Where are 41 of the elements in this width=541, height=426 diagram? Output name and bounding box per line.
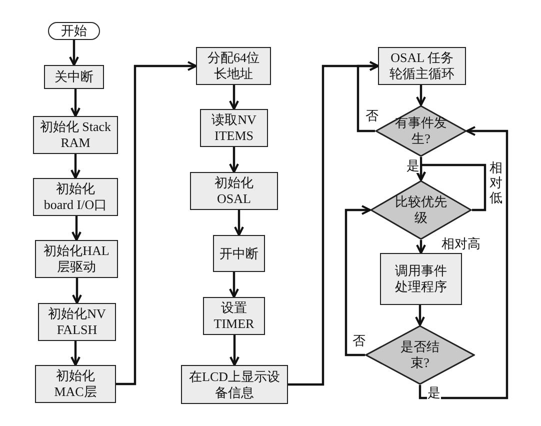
edge-label: 是 [406,158,420,173]
process-box: 初始化 Stack RAM [33,116,118,154]
process-box: 初始化 OSAL [190,172,278,210]
process-box: 调用事件处理程序 [380,253,462,305]
process-box: 初始化NV FALSH [38,303,116,341]
process-box: 开中断 [213,235,265,272]
process-box: 设置 TIMER [203,297,265,335]
arrow [416,85,426,106]
process-box: OSAL 任务轮循主循环 [378,47,466,85]
edge-label: 否 [365,108,379,123]
arrow [69,40,79,66]
process-box: 初始化 MAC层 [35,365,116,403]
edge-label: 相对低 [489,160,503,205]
process-box: 读取NV ITEMS [200,109,268,147]
decision-diamond: 是否结束? [365,325,475,385]
process-box: 分配64位长地址 [196,47,271,85]
edge-label: 否 [352,333,366,348]
arrow [72,216,82,241]
arrow [344,205,371,356]
process-box: 初始化HAL层驱动 [35,240,118,278]
process-box: 关中断 [44,65,104,89]
arrow [356,61,379,132]
arrow [70,89,80,117]
process-box: 初始化 board I/O口 [33,178,118,216]
arrow [416,240,426,254]
arrow [70,341,80,366]
arrow [229,272,239,298]
arrow [234,210,244,236]
arrow [70,154,80,179]
process-box: 在LCD上显示设备信息 [181,365,288,404]
edge-label: 相对高 [440,236,482,251]
arrow [229,85,239,110]
arrow [116,61,197,386]
arrow [415,305,425,326]
arrow [230,335,240,366]
arrow [416,164,486,212]
edge-label: 是 [427,385,441,400]
arrow [229,147,239,173]
arrow [418,126,508,400]
start-terminal: 开始 [48,22,100,40]
arrow [72,278,82,304]
